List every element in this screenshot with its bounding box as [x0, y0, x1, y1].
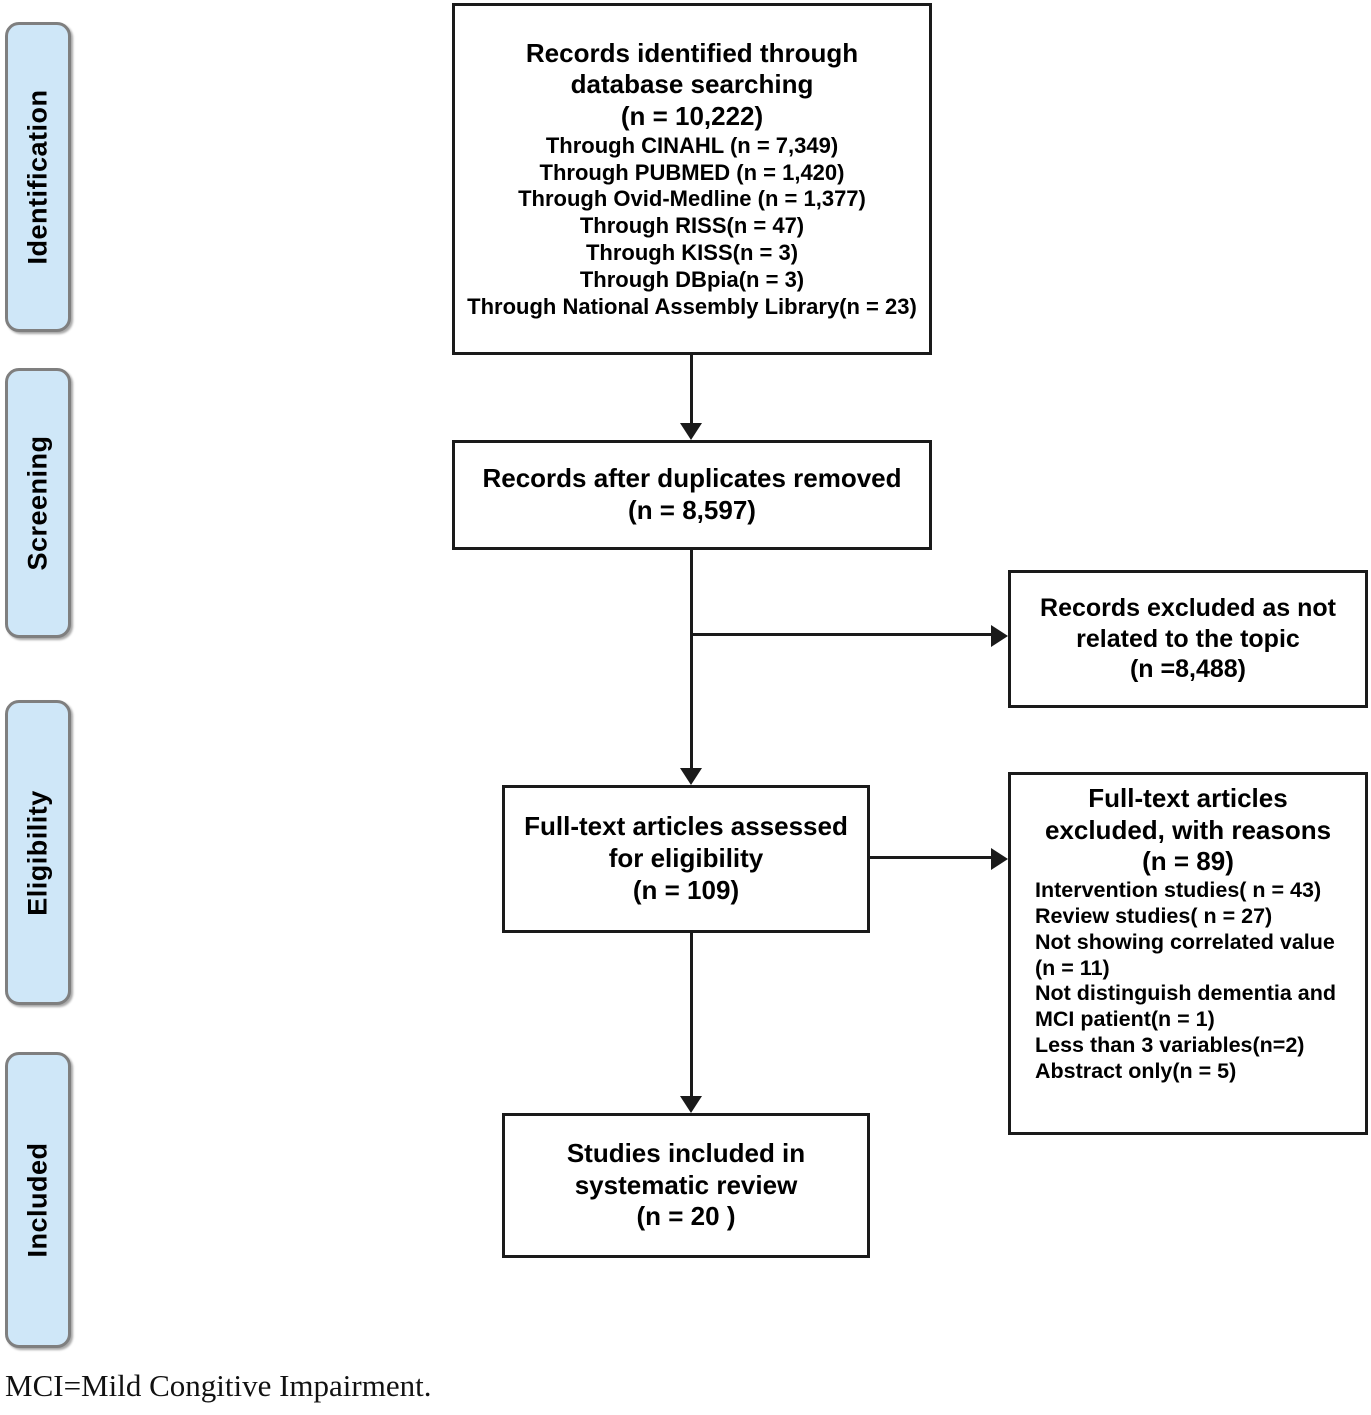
reason-less-than-3-variables: Less than 3 variables(n=2)	[1035, 1032, 1305, 1057]
box-fulltext-line-2: for eligibility	[608, 843, 764, 874]
box-records-identified-source-national-assembly-library: Through National Assembly Library(n = 23…	[467, 293, 917, 319]
box-included-count: (n = 20 )	[636, 1201, 736, 1232]
stage-tab-identification: Identification	[5, 22, 71, 332]
box-fulltext-articles-assessed: Full-text articles assessed for eligibil…	[502, 785, 870, 933]
stage-tab-screening-label: Screening	[22, 435, 53, 571]
box-records-after-duplicates-removed: Records after duplicates removed (n = 8,…	[452, 440, 932, 550]
box-excluded-reasons-title-line-2: excluded, with reasons	[1044, 814, 1332, 845]
reason-not-showing-correlated-value: Not showing correlated value	[1035, 929, 1335, 954]
box-excluded-reasons-count: (n = 89)	[1142, 846, 1234, 877]
box-records-identified-source-kiss: Through KISS(n = 3)	[585, 239, 799, 265]
box-excluded-topic-count: (n =8,488)	[1129, 655, 1247, 684]
box-fulltext-count: (n = 109)	[632, 874, 740, 905]
connector-screening-exclusion-line	[690, 633, 991, 636]
box-excluded-topic-line-1: Records excluded as not	[1040, 594, 1336, 623]
box-records-identified-source-cinahl: Through CINAHL (n = 7,349)	[545, 132, 839, 158]
reason-review-studies: Review studies( n = 27)	[1035, 903, 1273, 928]
box-duplicates-count: (n = 8,597)	[628, 495, 756, 525]
connector-eligibility-exclusion-line	[870, 856, 991, 859]
stage-tab-eligibility: Eligibility	[5, 700, 71, 1005]
reason-not-distinguish-dementia: Not distinguish dementia and	[1035, 981, 1337, 1006]
reason-intervention-studies: Intervention studies( n = 43)	[1035, 878, 1322, 903]
stage-tab-included: Included	[5, 1052, 71, 1348]
stage-tab-included-label: Included	[22, 1142, 53, 1258]
box-records-identified: Records identified through database sear…	[452, 3, 932, 355]
box-records-identified-title-line-1: Records identified through	[525, 37, 859, 68]
box-fulltext-line-1: Full-text articles assessed	[524, 811, 848, 842]
reason-not-showing-correlated-value-count: (n = 11)	[1035, 955, 1110, 980]
connector-identified-to-duplicates-line	[690, 355, 693, 423]
connector-duplicates-to-fulltext-arrow-icon	[680, 768, 702, 785]
connector-duplicates-to-fulltext-line	[690, 550, 693, 768]
box-excluded-reasons-title-line-1: Full-text articles	[1088, 783, 1288, 813]
box-included-line-2: systematic review	[574, 1169, 798, 1200]
stage-tab-identification-label: Identification	[22, 89, 53, 265]
box-records-identified-source-riss: Through RISS(n = 47)	[579, 213, 805, 239]
figure-caption: MCI=Mild Congitive Impairment.	[5, 1368, 432, 1403]
connector-fulltext-to-included-line	[690, 933, 693, 1096]
reason-abstract-only: Abstract only(n = 5)	[1035, 1058, 1237, 1083]
connector-identified-to-duplicates-arrow-icon	[680, 423, 702, 440]
connector-screening-exclusion-arrow-icon	[991, 625, 1008, 647]
box-excluded-topic-line-2: related to the topic	[1076, 624, 1300, 653]
stage-tab-screening: Screening	[5, 368, 71, 638]
box-duplicates-title: Records after duplicates removed	[482, 463, 902, 494]
box-records-identified-count: (n = 10,222)	[620, 100, 764, 131]
connector-eligibility-exclusion-arrow-icon	[991, 848, 1008, 870]
connector-fulltext-to-included-arrow-icon	[680, 1096, 702, 1113]
box-records-identified-source-pubmed: Through PUBMED (n = 1,420)	[539, 159, 845, 185]
box-records-excluded-not-related: Records excluded as not related to the t…	[1008, 570, 1368, 708]
box-records-identified-title-line-2: database searching	[570, 69, 814, 100]
box-included-line-1: Studies included in	[566, 1137, 806, 1168]
box-studies-included-in-systematic-review: Studies included in systematic review (n…	[502, 1113, 870, 1258]
box-records-identified-source-dbpia: Through DBpia(n = 3)	[579, 266, 805, 292]
box-records-identified-source-ovid-medline: Through Ovid-Medline (n = 1,377)	[518, 186, 866, 212]
stage-tab-eligibility-label: Eligibility	[22, 789, 53, 916]
reason-mci-patient-count: MCI patient(n = 1)	[1035, 1007, 1215, 1032]
box-fulltext-excluded-with-reasons: Full-text articles excluded, with reason…	[1008, 772, 1368, 1135]
